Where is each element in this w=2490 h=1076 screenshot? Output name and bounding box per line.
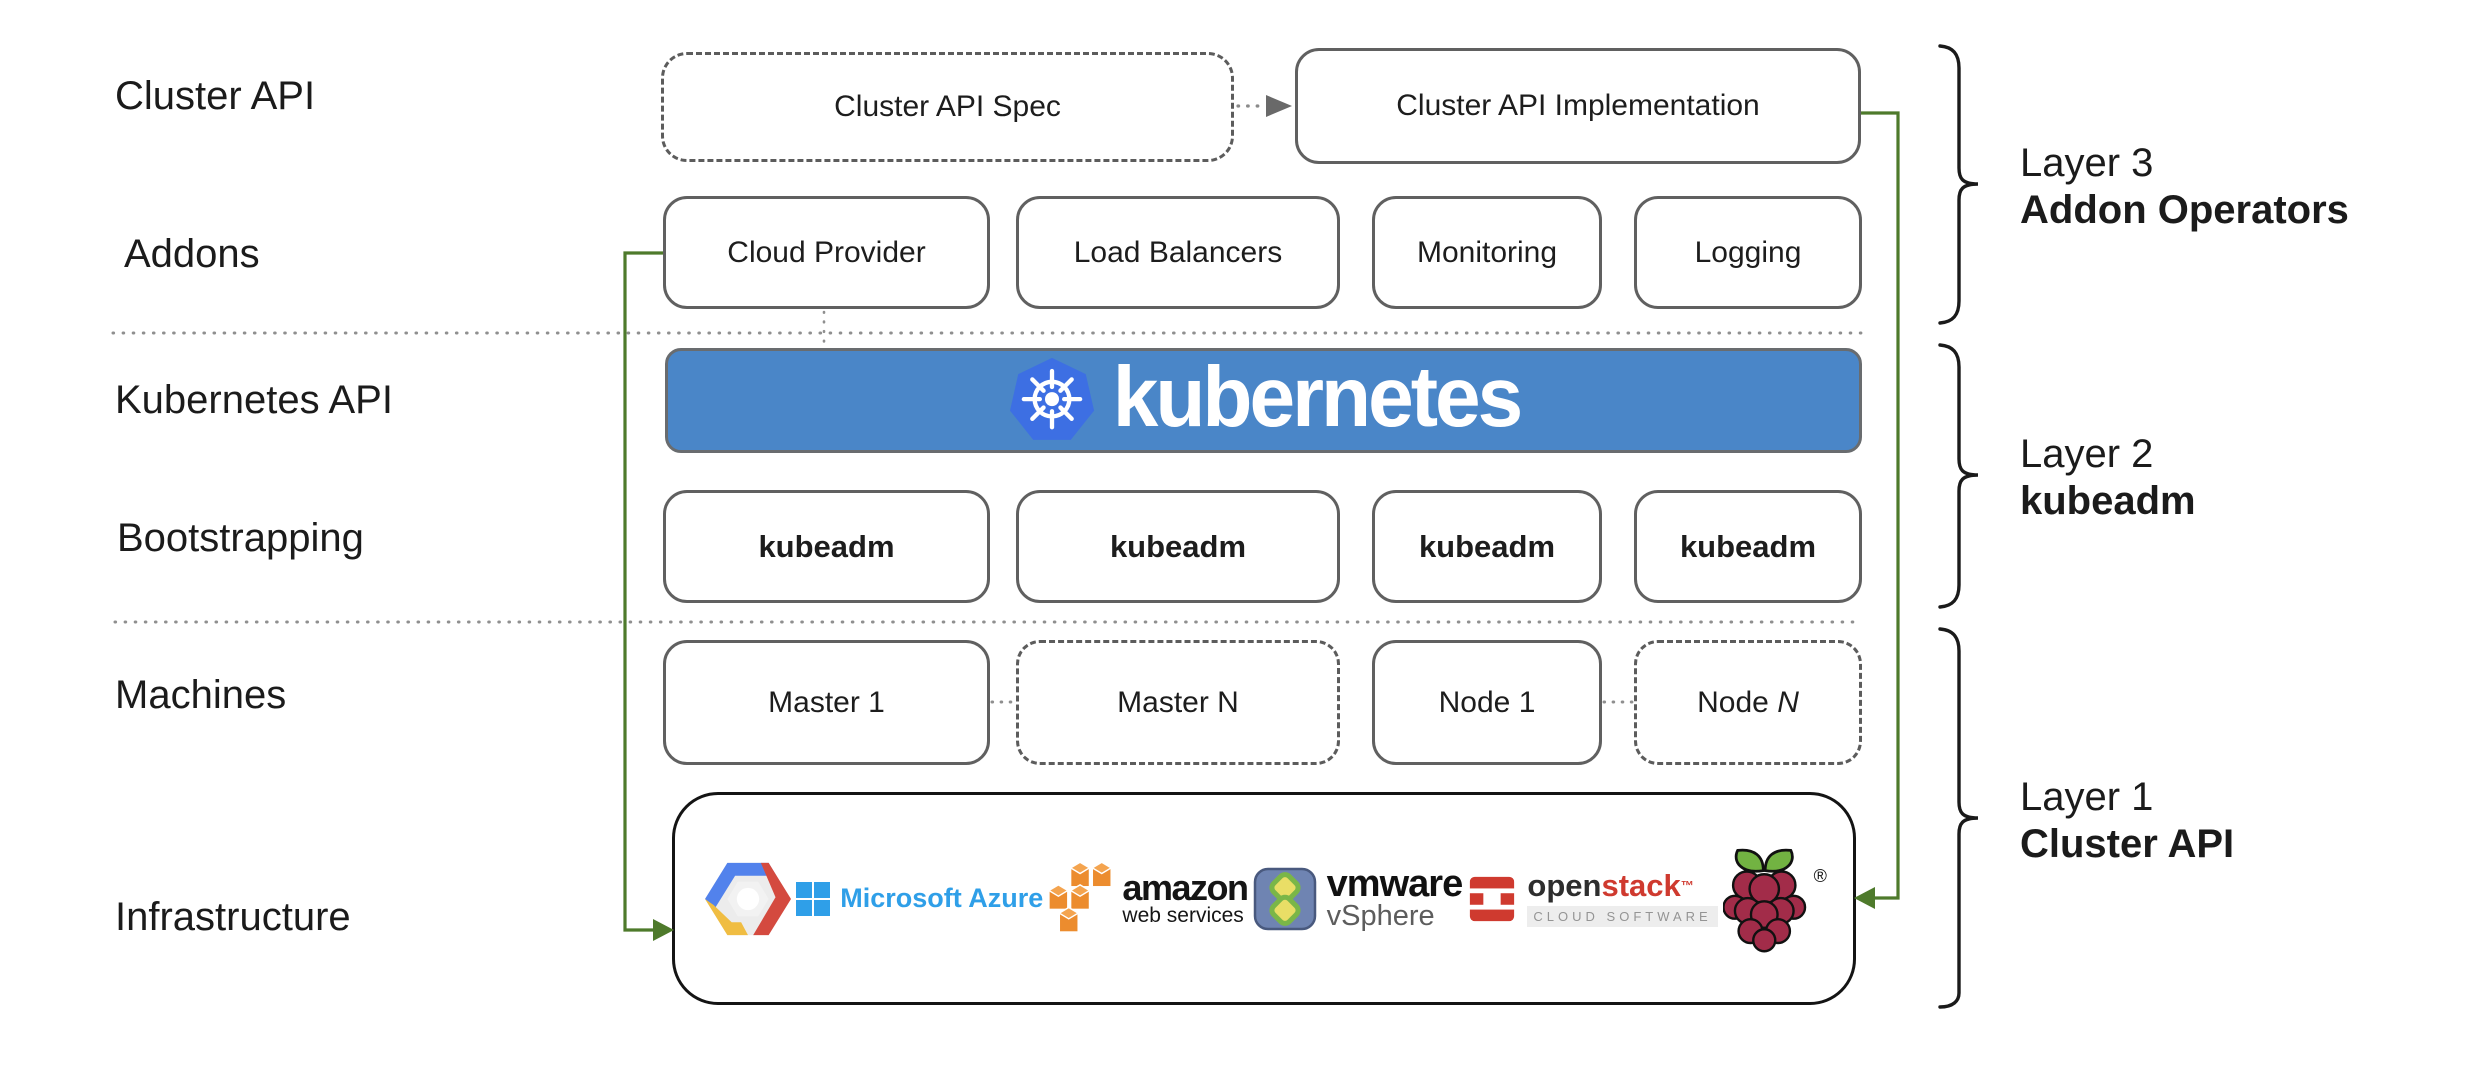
addon-box-load-balancers: Load Balancers xyxy=(1016,196,1340,309)
green-arrowhead-left xyxy=(653,919,674,941)
addon-box-logging: Logging xyxy=(1634,196,1862,309)
kubeadm-label: kubeadm xyxy=(1418,528,1556,564)
row-label-machines: Machines xyxy=(115,673,287,717)
openstack-icon xyxy=(1467,876,1518,921)
row-label-infrastructure: Infrastructure xyxy=(115,895,351,939)
machine-box-master-n: Master N xyxy=(1016,640,1340,765)
machine-label: Node N xyxy=(1697,685,1799,719)
addon-box-cloud-provider: Cloud Provider xyxy=(663,196,990,309)
vmware-vsphere-logo: vmware vSphere xyxy=(1253,862,1464,932)
openstack-subtitle: CLOUD SOFTWARE xyxy=(1527,906,1718,927)
microsoft-azure-logo: Microsoft Azure xyxy=(796,881,1044,916)
brace-layer-2 xyxy=(1938,343,1979,609)
microsoft-flag-icon xyxy=(796,881,831,916)
machine-label: Node 1 xyxy=(1438,685,1536,719)
arrow-spec-to-implementation-head xyxy=(1266,95,1292,117)
aws-subtitle: web services xyxy=(1122,903,1244,927)
aws-title: amazon xyxy=(1122,866,1249,908)
cluster-api-spec-box: Cluster API Spec xyxy=(661,52,1234,162)
machine-label: Master 1 xyxy=(768,685,885,719)
cluster-api-spec-label: Cluster API Spec xyxy=(834,90,1061,123)
machine-box-master-1: Master 1 xyxy=(663,640,990,765)
brace-layer-1 xyxy=(1938,627,1979,1009)
vmware-subtitle: vSphere xyxy=(1326,899,1435,932)
aws-boxes-icon xyxy=(1048,860,1113,933)
infrastructure-box: Microsoft Azure amazon w xyxy=(672,792,1856,1005)
cluster-api-implementation-box: Cluster API Implementation xyxy=(1295,48,1861,164)
raspberry-pi-logo: ® xyxy=(1722,840,1827,958)
layer-2-title: Layer 2 xyxy=(2020,432,2154,476)
addon-label: Logging xyxy=(1694,235,1802,269)
brace-layer-3 xyxy=(1938,44,1979,325)
green-connector-implementation-infrastructure xyxy=(1861,111,1900,900)
layer-2-label: Layer 2 kubeadm xyxy=(2020,431,2196,525)
vsphere-icon xyxy=(1253,867,1316,930)
kubernetes-banner-label: kubernetes xyxy=(1112,349,1524,445)
addon-label: Load Balancers xyxy=(1073,235,1283,269)
google-cloud-icon xyxy=(705,862,791,935)
raspberry-registered-mark: ® xyxy=(1813,865,1827,886)
row-label-bootstrapping: Bootstrapping xyxy=(117,516,364,560)
addon-label: Cloud Provider xyxy=(727,235,926,269)
row-label-kubernetes-api: Kubernetes API xyxy=(115,378,393,422)
vmware-title: vmware xyxy=(1326,862,1464,905)
layer-3-title: Layer 3 xyxy=(2020,141,2154,185)
layer-3-label: Layer 3 Addon Operators xyxy=(2020,140,2349,234)
cluster-api-implementation-label: Cluster API Implementation xyxy=(1396,89,1760,122)
layer-1-subtitle: Cluster API xyxy=(2020,822,2235,866)
machine-box-node-n: Node N xyxy=(1634,640,1862,765)
kubeadm-label: kubeadm xyxy=(1109,528,1247,564)
machine-box-node-1: Node 1 xyxy=(1372,640,1602,765)
google-cloud-logo xyxy=(705,852,791,946)
layer-2-subtitle: kubeadm xyxy=(2020,479,2196,523)
layer-1-label: Layer 1 Cluster API xyxy=(2020,774,2234,868)
row-label-addons: Addons xyxy=(124,232,260,276)
row-label-cluster-api: Cluster API xyxy=(115,74,316,118)
machine-label: Master N xyxy=(1117,685,1239,719)
kubeadm-box-2: kubeadm xyxy=(1016,490,1340,603)
openstack-title: openstack™ xyxy=(1527,868,1694,903)
kubeadm-label: kubeadm xyxy=(1679,528,1817,564)
kubeadm-label: kubeadm xyxy=(758,528,895,564)
openstack-logo: openstack™ CLOUD SOFTWARE xyxy=(1467,868,1718,927)
kubeadm-box-1: kubeadm xyxy=(663,490,990,603)
raspberry-pi-icon xyxy=(1722,848,1807,952)
kubeadm-box-4: kubeadm xyxy=(1634,490,1862,603)
green-arrowhead-right xyxy=(1854,887,1875,909)
addon-label: Monitoring xyxy=(1416,235,1558,269)
kubernetes-banner: kubernetes xyxy=(665,348,1862,453)
azure-label: Microsoft Azure xyxy=(840,883,1044,913)
layer-3-subtitle: Addon Operators xyxy=(2020,188,2349,232)
green-connector-cloudprovider-infrastructure xyxy=(623,251,663,932)
aws-logo: amazon web services xyxy=(1048,860,1249,938)
kubeadm-box-3: kubeadm xyxy=(1372,490,1602,603)
layer-1-title: Layer 1 xyxy=(2020,775,2154,819)
addon-box-monitoring: Monitoring xyxy=(1372,196,1602,309)
kubernetes-logo-icon xyxy=(1009,357,1094,440)
